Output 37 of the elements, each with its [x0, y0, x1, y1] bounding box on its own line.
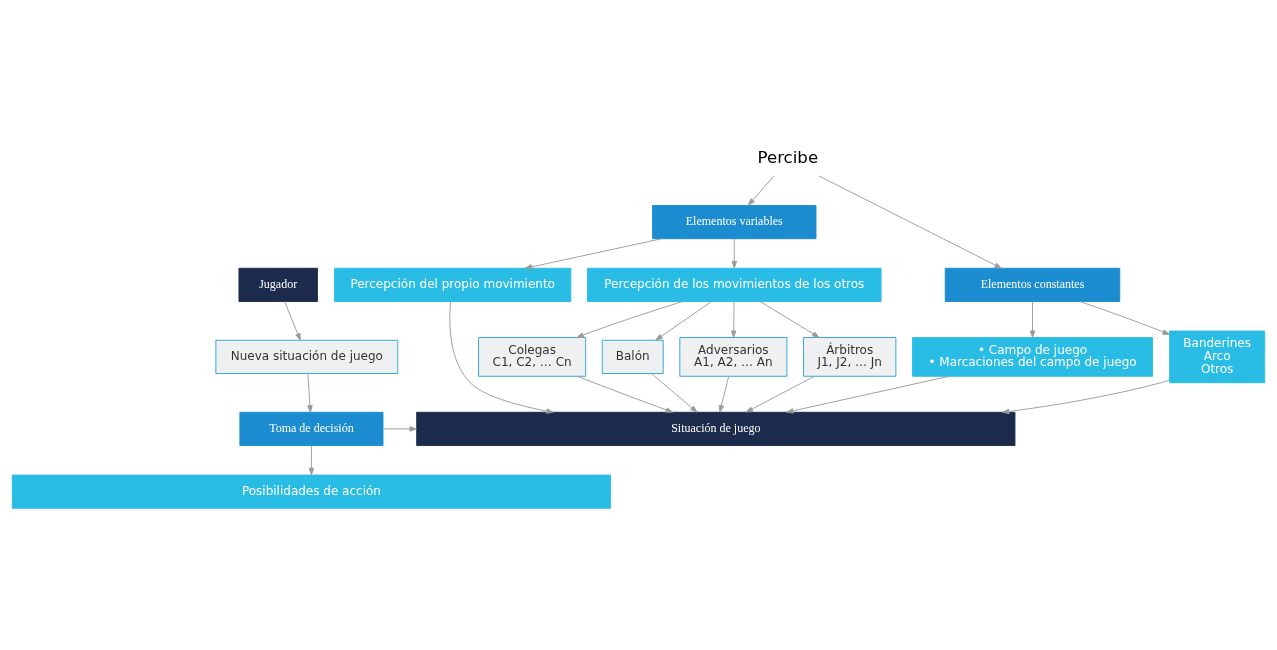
arrow [655, 300, 712, 340]
arrow [449, 300, 554, 414]
arrow [745, 375, 815, 413]
node-box: Colegas C1, C2, … Cn [478, 336, 587, 377]
arrow [284, 300, 301, 341]
arrow [786, 375, 950, 414]
arrow [731, 300, 737, 338]
node-box: Toma de decisión [239, 411, 384, 446]
node-text: Percibe [757, 147, 819, 167]
node-box: Nueva situación de juego [215, 339, 399, 374]
node-box: Adversarios A1, A2, … An [679, 336, 788, 377]
node-box: • Campo de juego • Marcaciones del campo de juego [912, 336, 1153, 377]
arrow [524, 237, 662, 270]
arrow [718, 375, 730, 412]
arrow [307, 372, 313, 413]
arrow [576, 300, 683, 338]
node-box: Percepción del propio movimiento [334, 267, 572, 302]
node-box: Posibilidades de acción [11, 474, 612, 509]
arrow [651, 372, 698, 413]
arrow [1029, 300, 1036, 338]
node-box: Balón [601, 339, 664, 374]
arrow [1002, 379, 1171, 414]
arrow [731, 238, 737, 268]
node-box: Elementos constantes [944, 267, 1121, 302]
arrow [818, 175, 1002, 269]
node-box: Árbitros J1, J2, … Jn [803, 336, 897, 377]
node-box: Situación de juego [416, 411, 1016, 446]
arrow [748, 175, 775, 205]
node-box: Percepción de los movimientos de los otros [587, 267, 882, 302]
node-box: Banderines Arco Otros [1169, 330, 1266, 383]
arrow [759, 300, 820, 338]
arrow [382, 425, 417, 432]
arrow [577, 375, 674, 413]
node-box: Jugador [238, 267, 318, 302]
node-box: Elementos variables [652, 204, 817, 239]
arrow [1079, 300, 1170, 335]
arrow [308, 444, 315, 475]
